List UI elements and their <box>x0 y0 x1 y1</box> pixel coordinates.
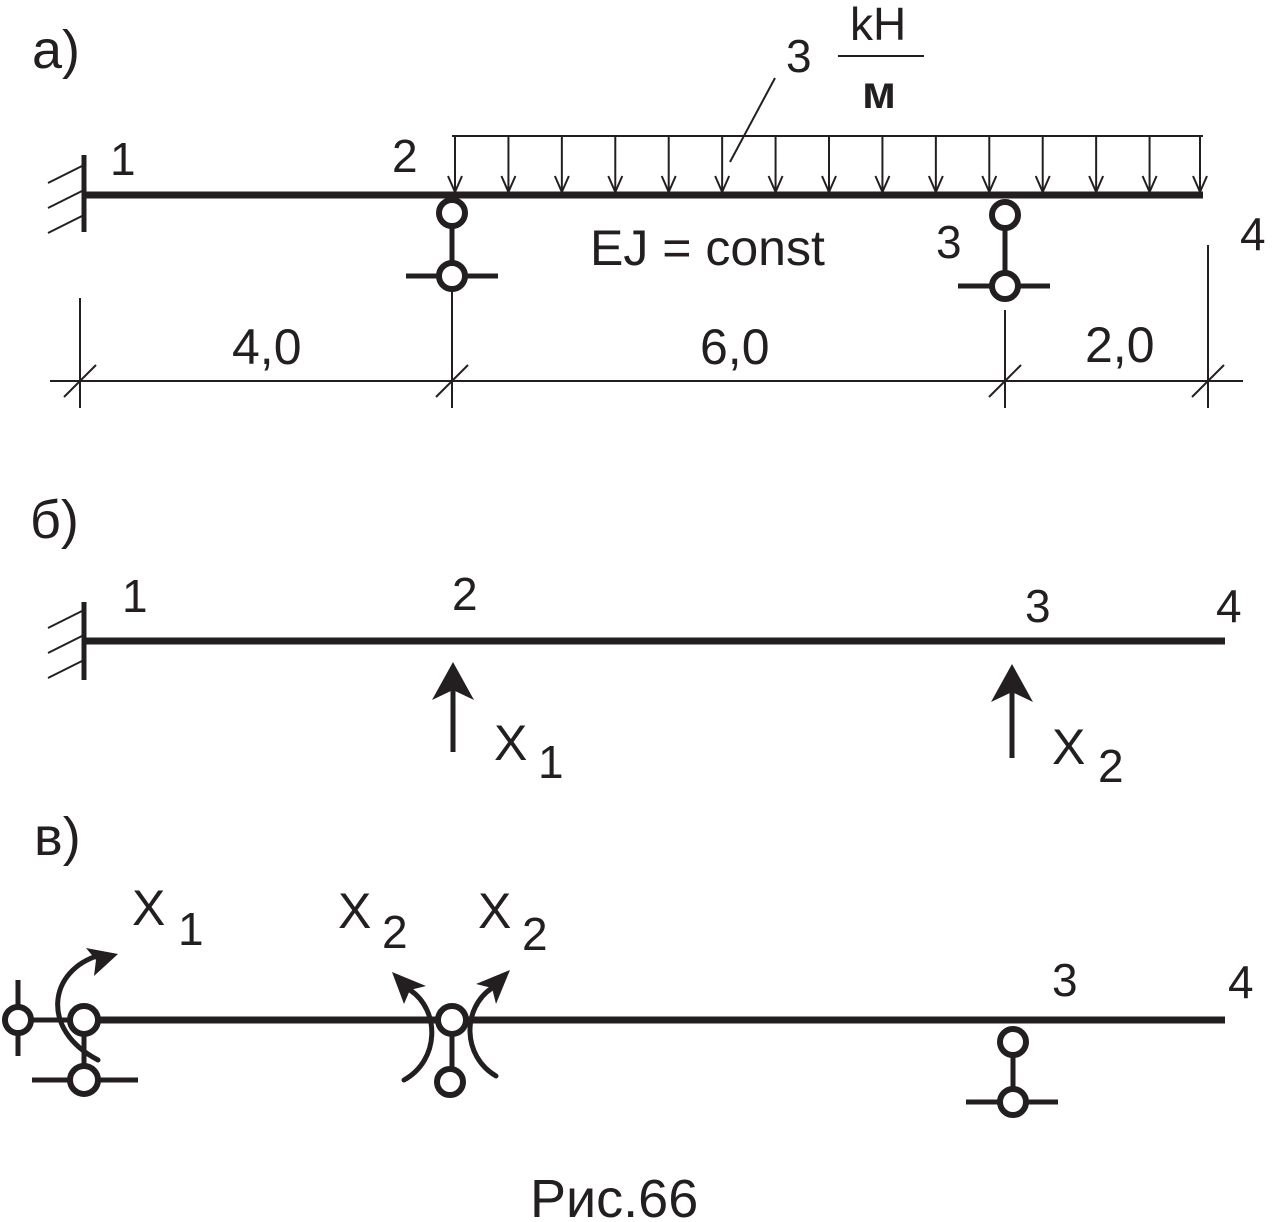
moment-x1-subscript: 1 <box>178 903 204 955</box>
dimension-value-1: 4,0 <box>232 319 302 375</box>
load-arrow-icon <box>874 136 891 195</box>
load-arrow-icon <box>981 136 998 195</box>
load-value: 3 <box>786 30 812 82</box>
moment-x2-left-label: X <box>338 883 371 939</box>
force-x1-arrow-icon <box>432 662 474 752</box>
stiffness-label: EJ = const <box>590 220 825 276</box>
load-unit-denominator: м <box>862 66 896 118</box>
fixed-support-icon <box>47 602 87 680</box>
force-x1-subscript: 1 <box>538 736 564 788</box>
force-x1-label: X <box>494 715 527 771</box>
load-arrow-icon <box>927 136 944 195</box>
moment-x2-right-label: X <box>478 883 511 939</box>
force-x2-label: X <box>1052 719 1085 775</box>
load-unit-numerator: kH <box>850 0 906 50</box>
moment-x2-right-subscript: 2 <box>522 908 548 960</box>
load-arrow-icon <box>607 136 624 195</box>
hinged-support-2-icon <box>434 1003 469 1098</box>
load-leader-line <box>729 77 776 163</box>
node-label-3: 3 <box>936 216 962 268</box>
load-arrow-icon <box>767 136 784 195</box>
node-label-2: 2 <box>452 568 478 620</box>
node-label-2: 2 <box>392 130 418 182</box>
load-arrow-icon <box>714 136 731 195</box>
node-label-4: 4 <box>1240 208 1266 260</box>
load-arrow-icon <box>553 136 570 195</box>
figure-caption: Рис.66 <box>530 1169 698 1222</box>
load-arrow-icon <box>447 136 463 195</box>
load-arrow-icon <box>1088 136 1105 195</box>
node-label-3: 3 <box>1052 954 1078 1006</box>
load-arrow-icon <box>660 136 677 195</box>
distributed-load <box>447 77 1208 195</box>
node-label-1: 1 <box>110 133 136 185</box>
panel-a: а) 3 kH м 1 2 3 4 EJ = const <box>32 0 1266 408</box>
roller-support-3-icon <box>958 199 1050 302</box>
panel-b-label: б) <box>30 490 79 550</box>
load-arrow-icon <box>1034 136 1051 195</box>
panel-b: б) 1 2 3 4 X 1 X 2 <box>30 490 1242 792</box>
moment-x2-left-arrow-icon <box>392 972 435 1083</box>
node-label-1: 1 <box>122 570 148 622</box>
dimension-line <box>50 245 1243 408</box>
dimension-value-3: 2,0 <box>1085 317 1155 373</box>
panel-a-label: а) <box>32 20 80 80</box>
load-arrow-icon <box>821 136 837 195</box>
node-label-4: 4 <box>1228 956 1254 1008</box>
load-arrow-icon <box>1192 136 1208 195</box>
node-label-4: 4 <box>1216 580 1242 632</box>
node-label-3: 3 <box>1025 580 1051 632</box>
panel-c: в) X 1 X 2 X 2 3 4 <box>2 807 1254 1118</box>
roller-support-2-icon <box>406 197 498 292</box>
force-x2-subscript: 2 <box>1098 740 1124 792</box>
panel-c-label: в) <box>34 807 81 867</box>
moment-x1-arrow-icon <box>55 948 118 1063</box>
moment-x2-left-subscript: 2 <box>382 906 408 958</box>
moment-x2-right-arrow-icon <box>467 970 510 1079</box>
moment-x1-label: X <box>132 880 165 936</box>
dimension-value-2: 6,0 <box>700 319 770 375</box>
fixed-support-icon <box>47 155 87 234</box>
hinged-support-left-icon <box>2 980 138 1097</box>
load-arrows <box>447 136 1208 195</box>
force-x2-arrow-icon <box>991 664 1033 758</box>
roller-support-3-icon <box>966 1026 1058 1118</box>
load-arrow-icon <box>1141 136 1158 195</box>
load-arrow-icon <box>500 136 517 195</box>
